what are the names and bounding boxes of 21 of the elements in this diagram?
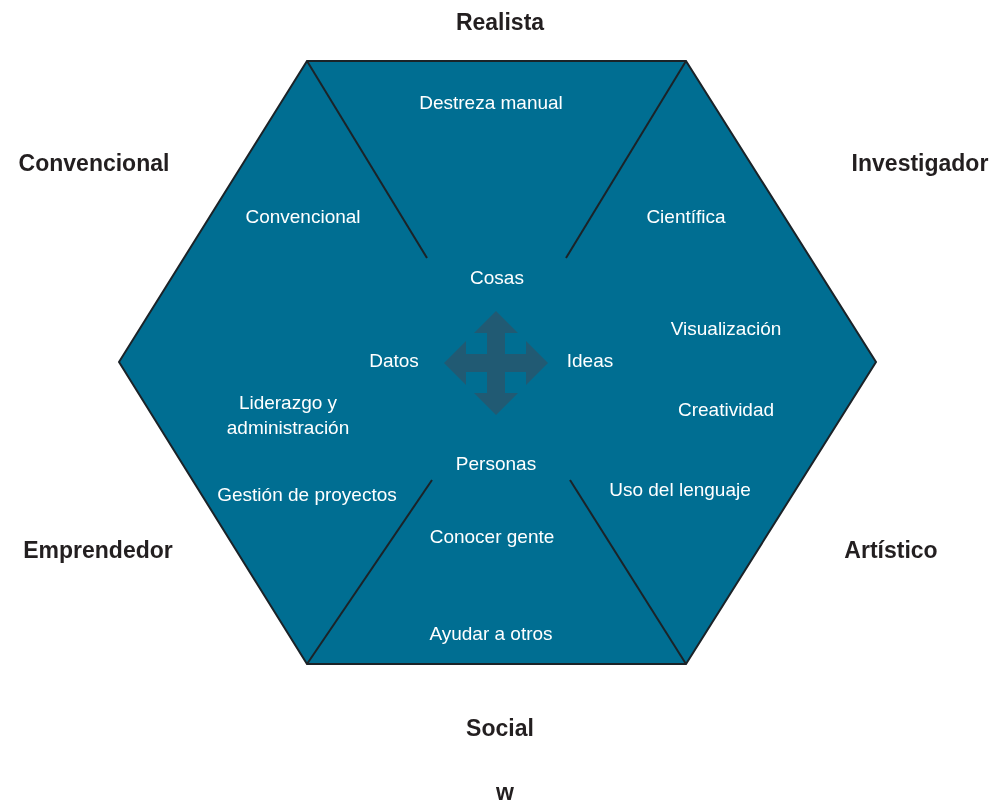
hexagon-label: Datos xyxy=(369,348,419,373)
type-heading: Investigador xyxy=(851,149,989,177)
hexagon-label: Liderazgo y administración xyxy=(225,391,351,440)
hexagon-label: Ayudar a otros xyxy=(429,621,553,646)
type-heading: Social xyxy=(466,714,534,742)
hexagon-label: Creatividad xyxy=(677,397,775,422)
type-heading: Emprendedor xyxy=(23,536,173,564)
hexagon-label: Conocer gente xyxy=(429,524,555,549)
type-heading: Convencional xyxy=(18,149,170,177)
type-heading: w xyxy=(496,778,514,804)
hexagon-label: Visualización xyxy=(670,316,782,341)
hexagon-label: Destreza manual xyxy=(419,90,563,115)
hexagon-label: Gestión de proyectos xyxy=(217,482,397,507)
hexagon-label: Convencional xyxy=(245,204,361,229)
type-heading: Realista xyxy=(455,8,545,36)
hexagon-label: Personas xyxy=(455,451,537,476)
type-heading: Artístico xyxy=(844,536,938,564)
hexagon-label: Cosas xyxy=(470,265,524,290)
hexagon-label: Uso del lenguaje xyxy=(609,477,751,502)
hexagon-label: Científica xyxy=(646,204,726,229)
hexagon-label: Ideas xyxy=(566,348,614,373)
